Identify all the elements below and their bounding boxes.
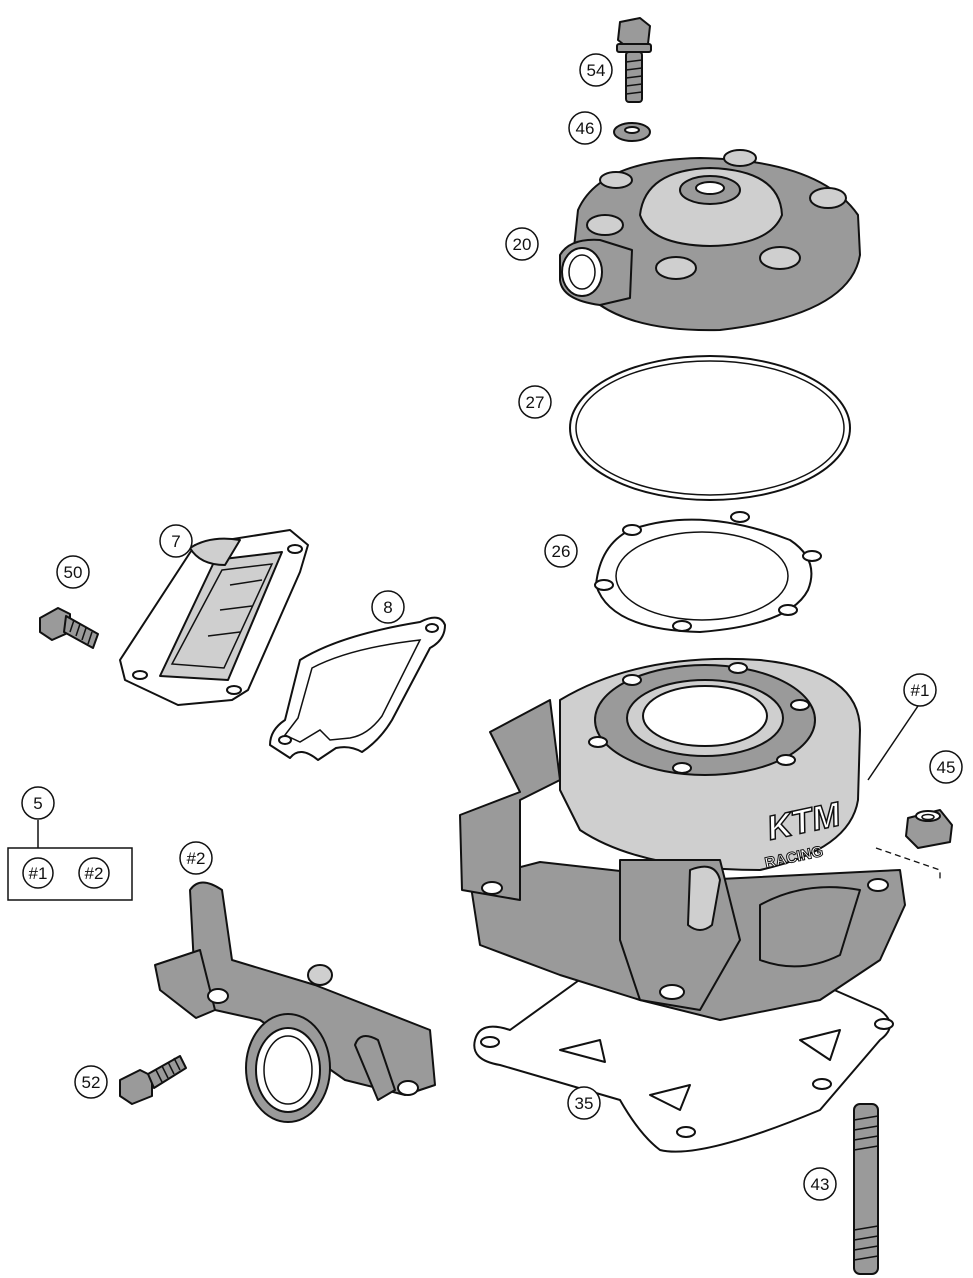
svg-text:50: 50 — [64, 563, 83, 582]
kit-item-2: #2 — [78, 857, 110, 889]
reed-valve-7 — [119, 529, 309, 706]
svg-text:#2: #2 — [187, 849, 206, 868]
callout-8: 8 — [371, 590, 405, 624]
svg-text:#1: #1 — [29, 864, 48, 883]
cylinder-head-20 — [559, 149, 861, 332]
kit-item-1: #1 — [22, 857, 54, 889]
washer-46 — [613, 122, 651, 142]
callout-50: 50 — [56, 555, 90, 589]
callout-45: 45 — [929, 750, 963, 784]
callout-20: 20 — [505, 227, 539, 261]
svg-text:27: 27 — [526, 393, 545, 412]
bolt-54 — [616, 17, 652, 103]
svg-text:7: 7 — [171, 532, 180, 551]
callout-26: 26 — [544, 534, 578, 568]
callout-27: 27 — [518, 385, 552, 419]
callout-1: #1 — [903, 673, 937, 707]
bolt-52 — [119, 1055, 187, 1105]
callout-46: 46 — [568, 111, 602, 145]
leader-lines — [37, 705, 919, 848]
callout-35: 35 — [567, 1086, 601, 1120]
svg-text:43: 43 — [811, 1175, 830, 1194]
svg-text:#1: #1 — [911, 681, 930, 700]
svg-text:20: 20 — [513, 235, 532, 254]
svg-text:46: 46 — [576, 119, 595, 138]
svg-text:26: 26 — [552, 542, 571, 561]
o-ring-27 — [569, 355, 851, 501]
cylinder-1: KTM RACING — [459, 657, 906, 1021]
callout-7: 7 — [159, 524, 193, 558]
svg-text:#2: #2 — [85, 864, 104, 883]
svg-text:52: 52 — [82, 1073, 101, 1092]
svg-text:45: 45 — [937, 758, 956, 777]
stud-43 — [853, 1103, 879, 1275]
nut-45 — [875, 809, 953, 880]
callout-54: 54 — [579, 53, 613, 87]
callout-2: #2 — [179, 841, 213, 875]
kit-box-5: #1 #2 — [7, 847, 133, 901]
head-gasket-26 — [594, 511, 822, 633]
intake-flange-2 — [154, 881, 436, 1123]
svg-text:54: 54 — [587, 61, 606, 80]
callout-52: 52 — [74, 1065, 108, 1099]
reed-gasket-8 — [269, 616, 446, 761]
callout-5: 5 — [21, 786, 55, 820]
svg-text:35: 35 — [575, 1094, 594, 1113]
bolt-50 — [39, 607, 99, 649]
svg-text:5: 5 — [33, 794, 42, 813]
callout-43: 43 — [803, 1167, 837, 1201]
svg-text:8: 8 — [383, 598, 392, 617]
